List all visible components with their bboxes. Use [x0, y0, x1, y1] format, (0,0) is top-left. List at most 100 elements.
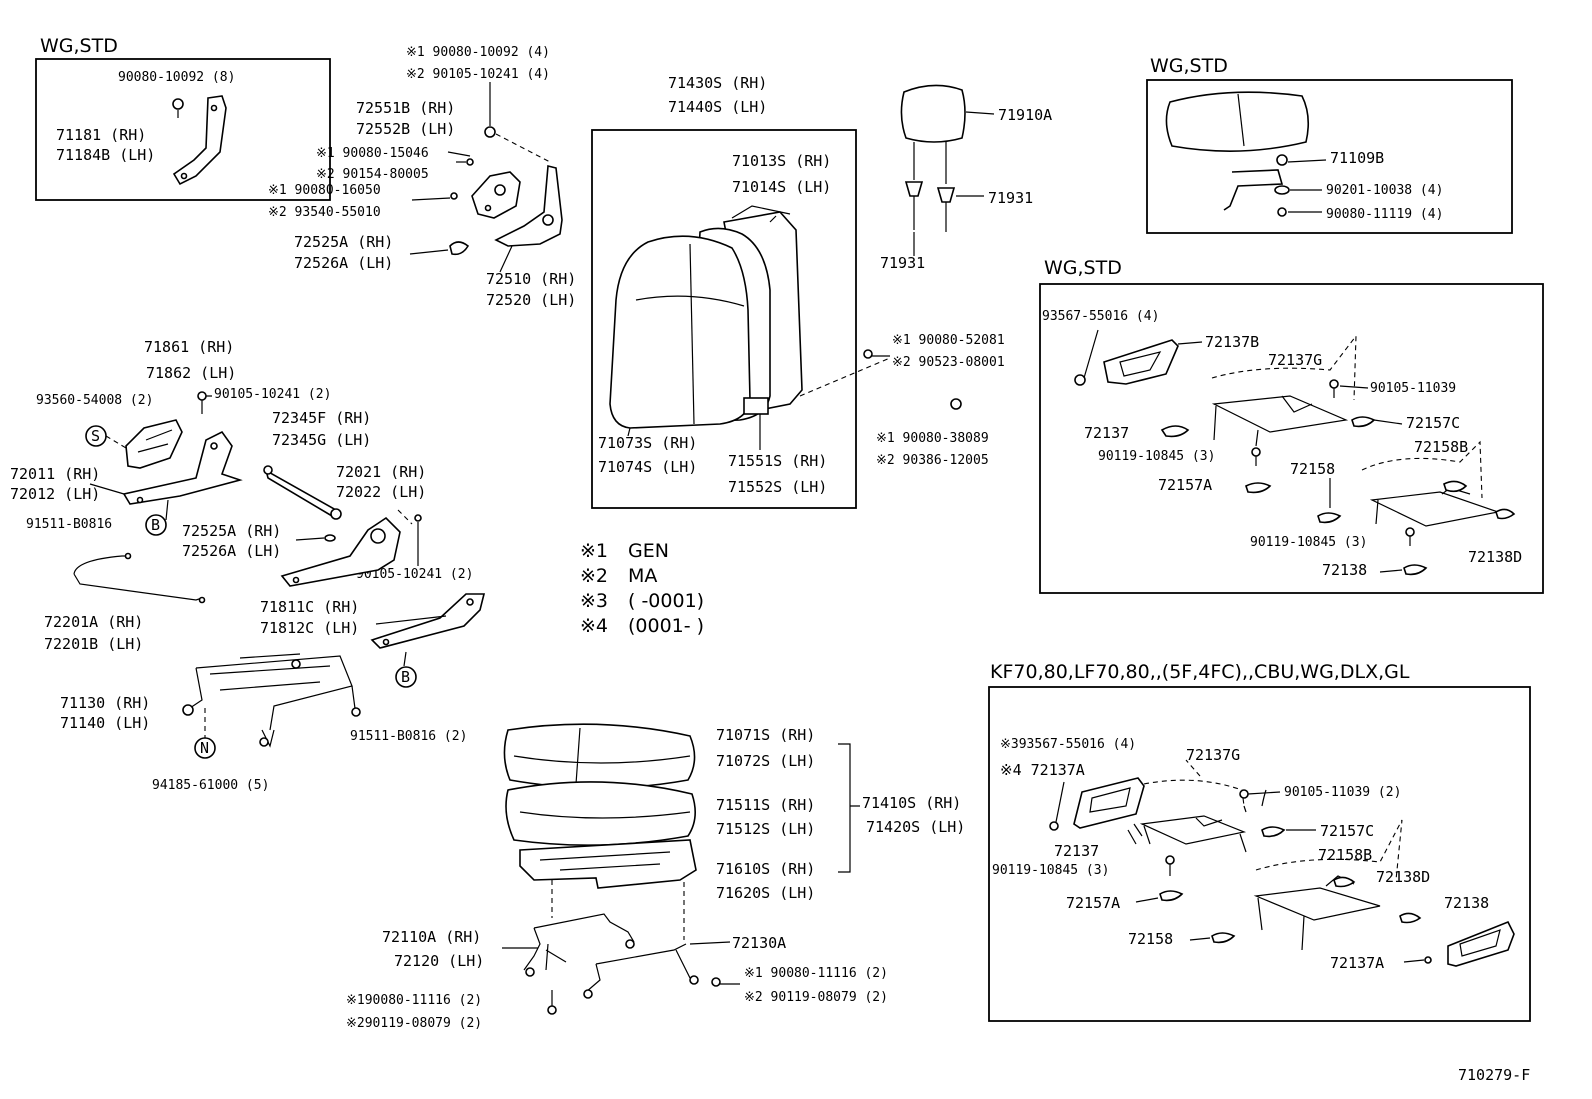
label-71861: 71861 (RH) [144, 338, 234, 356]
label-71931-right: 71931 [988, 189, 1033, 207]
label-90105-10241-4: ※2 90105-10241 (4) [406, 67, 550, 82]
label-72022: 72022 (LH) [336, 483, 426, 501]
label-72526a-mid: 72526A (LH) [182, 542, 281, 560]
label-90119-10845-b4: 90119-10845 (3) [992, 863, 1109, 878]
bracket-71181-illustration [172, 95, 227, 186]
label-72525a-top: 72525A (RH) [294, 233, 393, 251]
box3-title: WG,STD [1044, 257, 1122, 279]
label-90119-10845-b3b: 90119-10845 (3) [1250, 535, 1367, 550]
label-71610s: 71610S (RH) [716, 860, 815, 878]
label-71130: 71130 (RH) [60, 694, 150, 712]
svg-text:N: N [200, 739, 209, 757]
label-71013s: 71013S (RH) [732, 152, 831, 170]
label-72525a-mid: 72525A (RH) [182, 522, 281, 540]
label-90105-10241-2a: 90105-10241 (2) [214, 387, 331, 402]
label-72138d-b3: 72138D [1468, 548, 1522, 566]
label-90105-10241-2b: 90105-10241 (2) [356, 567, 473, 582]
legend-text-2: MA [628, 565, 657, 587]
legend-text-1: GEN [628, 540, 669, 562]
label-71420s: 71420S (LH) [866, 818, 965, 836]
label-71862: 71862 (LH) [146, 364, 236, 382]
label-90386-12005: ※2 90386-12005 [876, 453, 989, 468]
label-72201b: 72201B (LH) [44, 635, 143, 653]
label-90105-11039-b3: 90105-11039 [1370, 381, 1456, 396]
box1-frame [35, 58, 331, 201]
legend-mark-1: ※1 [580, 540, 608, 562]
label-91511-b0816-2: 91511-B0816 (2) [350, 729, 467, 744]
label-72130a: 72130A [732, 934, 786, 952]
label-72137-b4: 72137 [1054, 842, 1099, 860]
label-72158-b3: 72158 [1290, 460, 1335, 478]
marker-b-right: B [395, 666, 417, 688]
label-72138d-b4: 72138D [1376, 868, 1430, 886]
label-94185-61000: 94185-61000 (5) [152, 778, 269, 793]
label-72552b: 72552B (LH) [356, 120, 455, 138]
label-72137g-b3: 72137G [1268, 351, 1322, 369]
label-71910a: 71910A [998, 106, 1052, 124]
label-90080-15046: ※1 90080-15046 [316, 146, 429, 161]
label-71181: 71181 (RH) [56, 126, 146, 144]
recliner-bracket-illustration [409, 82, 563, 273]
box2-seat-illustration [1165, 91, 1327, 217]
label-71073s: 71073S (RH) [598, 434, 697, 452]
svg-text:B: B [151, 516, 160, 534]
label-71620s: 71620S (LH) [716, 884, 815, 902]
label-72137-b3: 72137 [1084, 424, 1129, 442]
label-71184b: 71184B (LH) [56, 146, 155, 164]
label-90119-08079-left: ※290119-08079 (2) [346, 1016, 482, 1031]
box3-frame [1039, 283, 1544, 594]
label-72510: 72510 (RH) [486, 270, 576, 288]
legend-text-4: (0001- ) [628, 615, 704, 637]
box5-frame [591, 129, 857, 509]
label-72201a: 72201A (RH) [44, 613, 143, 631]
box2-title: WG,STD [1150, 55, 1228, 77]
label-72157c-b3: 72157C [1406, 414, 1460, 432]
label-93567-55016-b3: 93567-55016 (4) [1042, 309, 1159, 324]
label-71511s: 71511S (RH) [716, 796, 815, 814]
headrest-illustration [900, 84, 995, 256]
label-90119-08079-right: ※2 90119-08079 (2) [744, 990, 888, 1005]
label-90080-11116-left: ※190080-11116 (2) [346, 993, 482, 1008]
legend-mark-3: ※3 [580, 590, 608, 612]
box3-cover-illustration [1074, 329, 1516, 576]
label-90080-52081: ※1 90080-52081 [892, 333, 1005, 348]
label-72157c-b4: 72157C [1320, 822, 1374, 840]
label-71551s: 71551S (RH) [728, 452, 827, 470]
label-71074s: 71074S (LH) [598, 458, 697, 476]
label-71109b: 71109B [1330, 149, 1384, 167]
label-90523-08001: ※2 90523-08001 [892, 355, 1005, 370]
box4-frame [988, 686, 1531, 1022]
label-93567-55016-b4: ※393567-55016 (4) [1000, 737, 1136, 752]
label-72138-b3: 72138 [1322, 561, 1367, 579]
label-90080-11119: 90080-11119 (4) [1326, 207, 1443, 222]
label-72011: 72011 (RH) [10, 465, 100, 483]
label-72137b: 72137B [1205, 333, 1259, 351]
marker-n: N [194, 737, 216, 759]
label-72138-b4: 72138 [1444, 894, 1489, 912]
label-71071s: 71071S (RH) [716, 726, 815, 744]
seat-back-illustration [609, 205, 891, 450]
label-71410s: 71410S (RH) [862, 794, 961, 812]
label-71552s: 71552S (LH) [728, 478, 827, 496]
label-93560-54008: 93560-54008 (2) [36, 393, 153, 408]
label-90201-10038: 90201-10038 (4) [1326, 183, 1443, 198]
label-72137g-b4: 72137G [1186, 746, 1240, 764]
label-72158b-b3: 72158B [1414, 438, 1468, 456]
label-91511-b0816-a: 91511-B0816 [26, 517, 112, 532]
label-72137a-b4: ※4 72137A [1000, 761, 1085, 779]
svg-text:B: B [401, 668, 410, 686]
seat-cushion-illustration [502, 723, 860, 1015]
label-71072s: 71072S (LH) [716, 752, 815, 770]
label-90080-10092-4: ※1 90080-10092 (4) [406, 45, 550, 60]
label-71811c: 71811C (RH) [260, 598, 359, 616]
label-90080-38089: ※1 90080-38089 [876, 431, 989, 446]
label-71512s: 71512S (LH) [716, 820, 815, 838]
box4-cover-illustration [1049, 759, 1515, 967]
box2-frame [1146, 79, 1513, 234]
box5-title-rh: 71430S (RH) [668, 74, 767, 92]
catalog-number: 710279-F [1458, 1066, 1530, 1084]
label-72157a-b4: 72157A [1066, 894, 1120, 912]
box5-title-lh: 71440S (LH) [668, 98, 767, 116]
box4-title: KF70,80,LF70,80,,(5F,4FC),,CBU,WG,DLX,GL [990, 661, 1410, 683]
